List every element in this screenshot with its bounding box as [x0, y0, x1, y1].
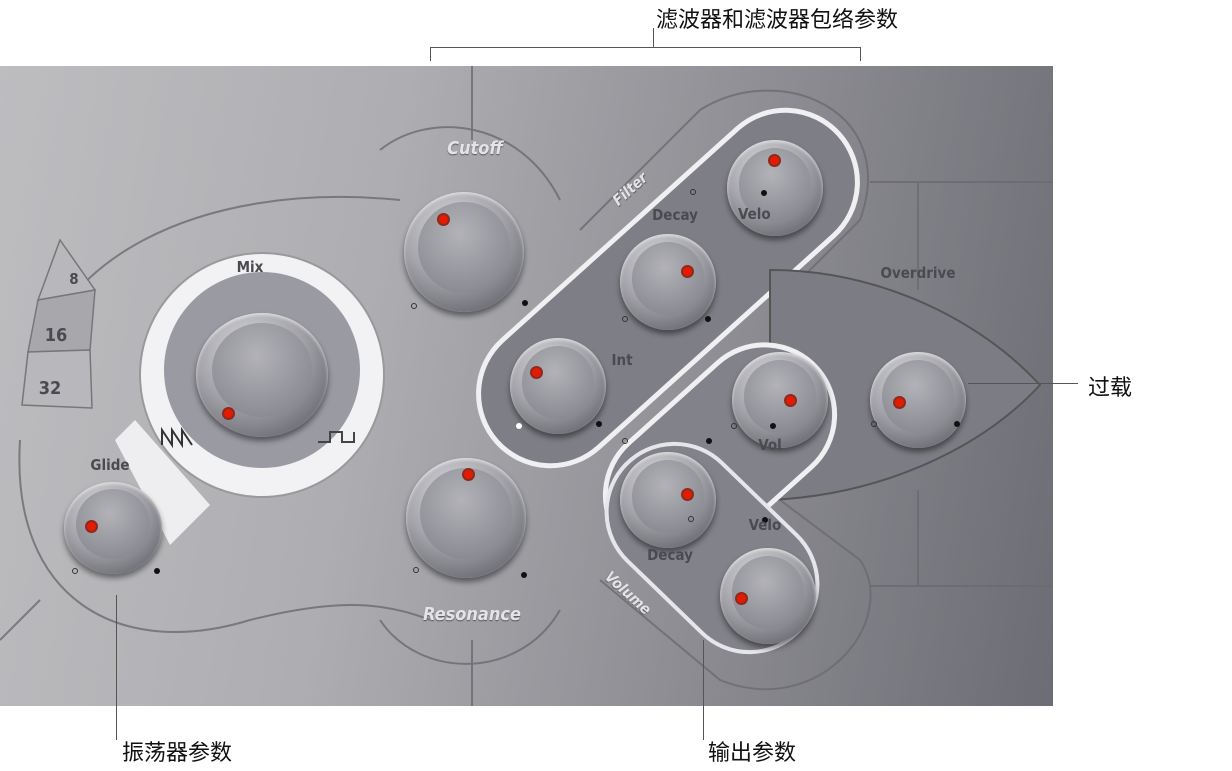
cutoff-label: Cutoff — [447, 138, 503, 159]
max-marker — [954, 421, 960, 427]
glide-knob[interactable] — [64, 482, 162, 574]
vol-knob[interactable] — [732, 352, 828, 448]
sawtooth-icon — [161, 426, 193, 449]
resonance-knob[interactable] — [406, 458, 526, 578]
mix-knob[interactable] — [196, 313, 328, 437]
max-marker — [522, 300, 528, 306]
filter-velo-label-text: Velo — [738, 205, 771, 223]
bracket-stem — [653, 28, 654, 47]
octave-16-button[interactable]: 16 — [44, 325, 68, 346]
filter-int-knob[interactable] — [510, 338, 606, 434]
overdrive-label: Overdrive — [880, 264, 956, 282]
max-marker — [761, 190, 767, 196]
cutoff-knob[interactable] — [404, 192, 524, 312]
max-marker — [770, 423, 776, 429]
filter-bracket — [430, 47, 861, 48]
min-marker — [688, 516, 694, 522]
volume-decay-label: Decay — [647, 546, 693, 564]
overdrive-knob[interactable] — [870, 352, 966, 448]
octave-8-button[interactable]: 8 — [69, 270, 79, 288]
bracket-tick — [430, 47, 431, 61]
max-marker — [762, 517, 768, 523]
volume-velo-label: Velo — [748, 516, 782, 534]
volume-velo-knob[interactable] — [720, 548, 816, 644]
filter-params-annotation: 滤波器和滤波器包络参数 — [656, 8, 899, 33]
octave-32-button[interactable]: 32 — [38, 378, 62, 399]
overdrive-leader — [968, 383, 1078, 384]
max-marker — [521, 572, 527, 578]
overdrive-annotation: 过载 — [1088, 376, 1133, 401]
min-marker — [622, 438, 628, 444]
min-marker — [72, 568, 78, 574]
min-marker — [731, 423, 737, 429]
max-marker — [596, 421, 602, 427]
min-marker — [411, 303, 417, 309]
max-marker — [706, 438, 712, 444]
min-marker — [871, 421, 877, 427]
output-leader — [703, 640, 704, 740]
output-params-annotation: 输出参数 — [708, 741, 797, 766]
min-marker — [690, 189, 696, 195]
max-marker — [154, 568, 160, 574]
min-marker — [413, 567, 419, 573]
mix-label: Mix — [236, 258, 264, 276]
bracket-tick — [860, 47, 861, 61]
vol-label: Vol — [758, 436, 782, 454]
min-marker — [516, 423, 522, 429]
oscillator-leader — [116, 595, 117, 740]
oscillator-params-annotation: 振荡器参数 — [122, 741, 233, 766]
min-marker — [622, 316, 628, 322]
filter-velo-knob[interactable] — [727, 140, 823, 236]
resonance-label: Resonance — [423, 604, 521, 625]
filter-decay-knob[interactable] — [620, 234, 716, 330]
glide-label: Glide — [90, 456, 130, 474]
volume-decay-knob[interactable] — [620, 452, 716, 548]
filter-decay-label: Decay — [652, 206, 698, 224]
int-label: Int — [611, 351, 633, 369]
square-wave-icon — [318, 431, 355, 443]
max-marker — [705, 316, 711, 322]
